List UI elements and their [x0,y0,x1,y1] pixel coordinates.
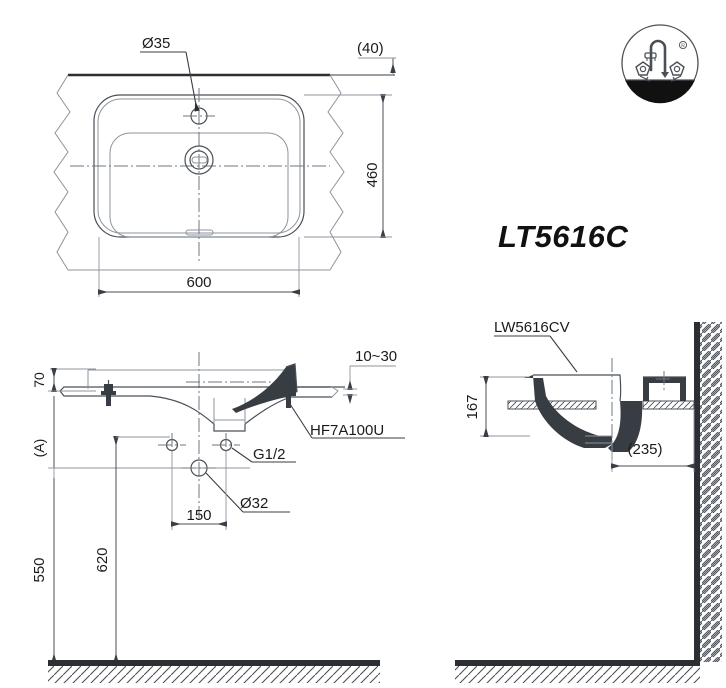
drain-outer-circle [184,145,214,175]
logo-water-arrow [661,72,669,78]
plan-view-group: Ø35 (40) 460 600 [53,35,396,297]
floor-hatch-right [455,666,700,683]
brand-logo: R [621,24,699,104]
front-section-view-group: 70 10~30 HF7A100U (A) [31,348,405,683]
counter-slab-left-edge [59,390,150,397]
basin-height-label: 167 [464,394,481,419]
logo-faucet-icon [649,39,667,76]
logo-flower-right-icon [669,61,685,76]
supply-thread-leader [231,447,253,463]
supply-thread-label: G1/2 [253,446,286,463]
hole-diameter-label: Ø35 [142,35,170,52]
floor-slab-left [48,660,380,666]
side-section-view-group: LW5616CV 167 (235) [455,319,722,683]
bowl-section-solid [232,364,297,413]
basin-model-leader [549,335,578,373]
faucet-fitting-left [101,380,116,406]
drain-slot [191,156,208,164]
floor-to-tap-label: 620 [94,547,111,572]
wall-slab [694,322,700,662]
drain-hole-center [182,459,216,477]
hole-diameter-leader [185,51,200,112]
registered-mark-glyph: R [681,44,685,50]
floor-hatch-left [48,666,380,683]
trap-model-label: HF7A100U [310,422,384,439]
counter-break-right [327,74,345,271]
basin-rim-top-profile [533,374,622,402]
supply-hole-left [158,433,186,457]
model-number: LT5616C [498,219,629,254]
overflow-slot [185,229,214,236]
drain-diameter-leader [205,472,244,513]
projection-label: (235) [627,441,662,458]
basin-underside-profile [149,395,289,432]
reference-a-label: (A) [31,439,47,458]
logo-basin-fill [625,80,695,104]
floor-to-rim-label: 550 [31,557,48,582]
basin-left-wall-section [524,375,612,448]
counter-range-label: 10~30 [355,348,397,365]
logo-arrow-right-head [670,76,676,82]
rim-height-label: 70 [31,372,47,388]
counter-break-left [53,74,71,271]
supply-hole-right [212,433,240,457]
counter-slab-right-sect [642,400,695,410]
drain-inner-circle [189,150,209,170]
bowl-section-edge [285,363,298,393]
hole-spacing-label: 150 [186,507,211,524]
basin-right-wall-section [608,401,643,452]
trap-model-leader [289,403,313,439]
counter-break-section-right [331,386,339,398]
drain-diameter-label: Ø32 [240,495,268,512]
faucet-deck-box [643,371,686,401]
depth-label: 460 [364,162,381,187]
trap-fitting-right [281,385,296,408]
registered-mark-icon [678,40,688,50]
counter-thickness-label: (40) [357,40,384,57]
logo-arrow-left-head [645,76,651,82]
floor-slab-right [455,660,700,666]
basin-model-label: LW5616CV [494,319,570,336]
wall-hatch [700,322,722,662]
width-label: 600 [186,274,211,291]
logo-flower-left-icon [635,61,651,76]
